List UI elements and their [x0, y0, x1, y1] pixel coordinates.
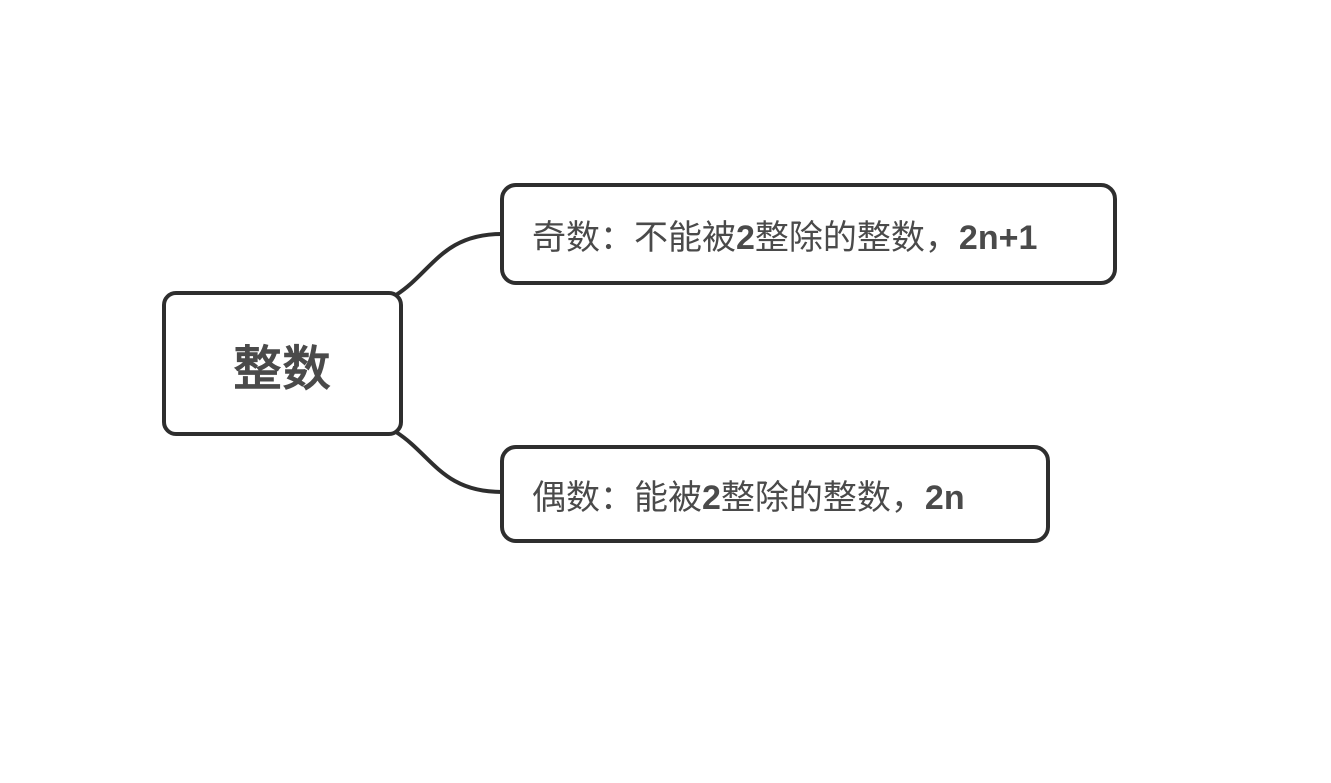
node-odd-label: 奇数：不能被2整除的整数，2n+1	[532, 218, 1038, 257]
node-root-label: 整数	[233, 342, 332, 396]
node-odd[interactable]: 奇数：不能被2整除的整数，2n+1	[500, 183, 1117, 285]
node-root[interactable]: 整数	[162, 291, 403, 436]
connector-root-odd	[394, 232, 504, 297]
node-even[interactable]: 偶数：能被2整除的整数，2n	[500, 445, 1050, 543]
node-even-label: 偶数：能被2整除的整数，2n	[532, 478, 965, 517]
connector-root-even	[394, 430, 504, 494]
